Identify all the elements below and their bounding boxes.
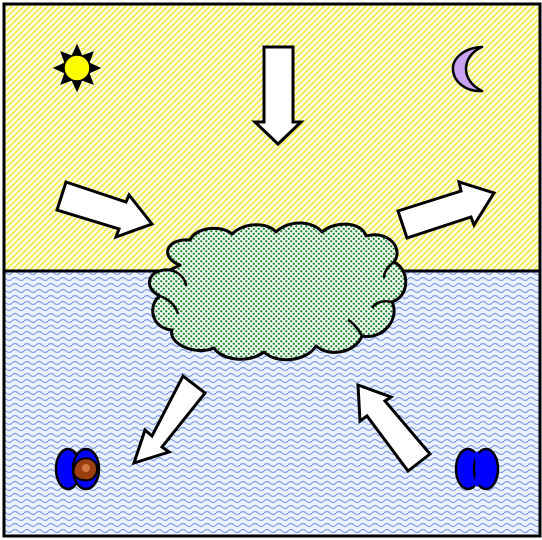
sun-icon — [54, 45, 100, 91]
molecule-blue-brown-icon — [56, 449, 99, 489]
molecule-blue-icon — [456, 449, 498, 489]
